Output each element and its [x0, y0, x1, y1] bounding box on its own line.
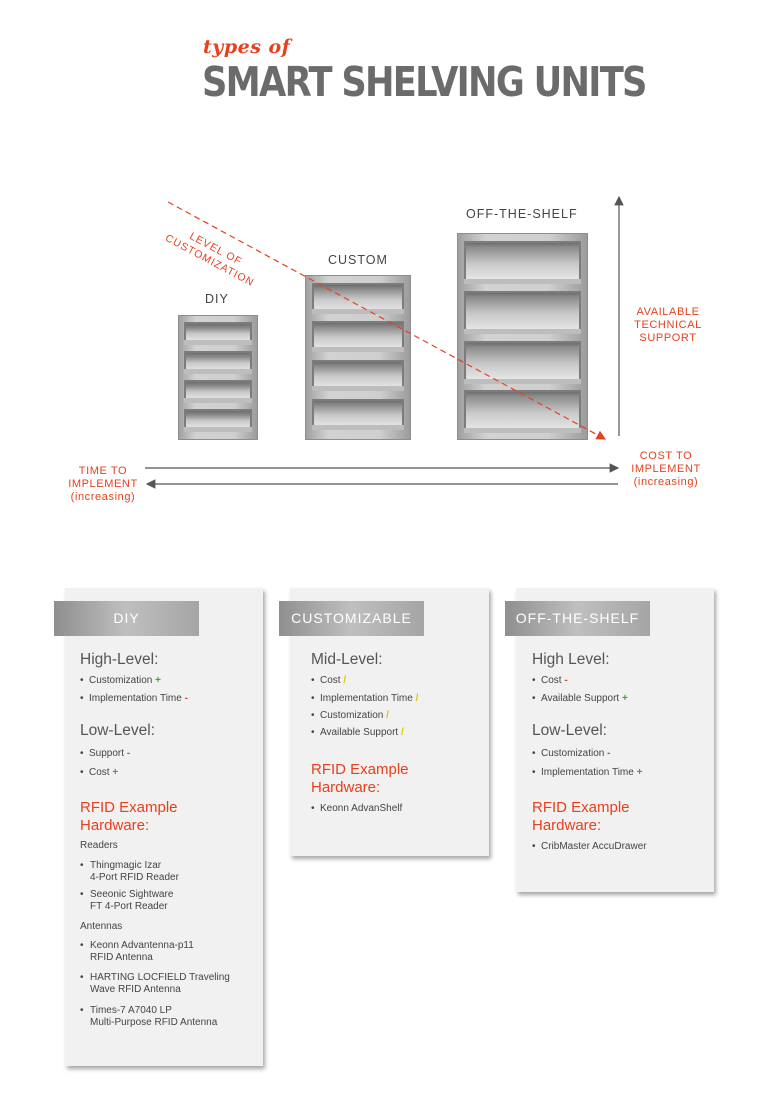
- shelf: [184, 351, 252, 374]
- tab-offshelf: OFF-THE-SHELF: [505, 601, 650, 636]
- diy-high-title: High-Level:: [80, 651, 159, 668]
- unit-label-diy: DIY: [205, 292, 229, 306]
- unit-label-custom: CUSTOM: [328, 253, 388, 267]
- offshelf-shelving-unit: [457, 233, 588, 440]
- custom-mid-title: Mid-Level:: [311, 651, 383, 668]
- list-item: •Implementation Time /: [311, 693, 419, 704]
- diagram-arrows: [145, 195, 624, 489]
- list-item: •Available Support +: [532, 693, 628, 704]
- shelf: [312, 360, 404, 391]
- diy-low-title: Low-Level:: [80, 722, 155, 739]
- title-script: types of: [203, 36, 291, 58]
- offshelf-rfid-title: RFID Example Hardware:: [532, 799, 630, 834]
- offshelf-low-title: Low-Level:: [532, 722, 607, 739]
- customization-arrow: [167, 201, 607, 440]
- support-label: AVAILABLE TECHNICAL SUPPORT: [634, 306, 702, 344]
- diy-antennas-label: Antennas: [80, 921, 123, 932]
- time-to-implement-label: TIME TO IMPLEMENT (increasing): [68, 465, 138, 503]
- list-item: •Cost +: [80, 767, 119, 778]
- list-item: •Support -: [80, 748, 131, 759]
- shelf: [184, 322, 252, 345]
- diy-shelving-unit: [178, 315, 258, 440]
- shelf: [464, 291, 581, 334]
- custom-rfid-title: RFID Example Hardware:: [311, 761, 409, 796]
- card-diy: [65, 588, 263, 1066]
- list-item: •Keonn AdvanShelf: [311, 803, 403, 814]
- tab-diy: DIY: [54, 601, 199, 636]
- offshelf-high-title: High Level:: [532, 651, 610, 668]
- card-offshelf: [516, 588, 714, 892]
- list-item: •Customization /: [311, 710, 389, 721]
- tab-customizable: CUSTOMIZABLE: [279, 601, 424, 636]
- diy-readers-label: Readers: [80, 840, 118, 851]
- shelf: [312, 321, 404, 352]
- diy-rfid-title: RFID Example Hardware:: [80, 799, 178, 834]
- cost-to-implement-label: COST TO IMPLEMENT (increasing): [631, 450, 701, 488]
- list-item: •CribMaster AccuDrawer: [532, 841, 647, 852]
- page-title: SMART SHELVING UNITS: [202, 58, 647, 106]
- list-item: •Available Support /: [311, 727, 404, 738]
- list-item: •Implementation Time +: [532, 767, 643, 778]
- list-item: •Implementation Time -: [80, 693, 188, 704]
- shelf: [184, 380, 252, 403]
- shelf: [464, 341, 581, 384]
- list-item: •Customization -: [532, 748, 611, 759]
- shelf: [184, 409, 252, 432]
- unit-label-offshelf: OFF-THE-SHELF: [466, 207, 578, 221]
- shelf: [464, 390, 581, 433]
- list-item: •Cost /: [311, 675, 347, 686]
- shelf: [464, 241, 581, 284]
- shelf: [312, 399, 404, 430]
- list-item: •Customization +: [80, 675, 161, 686]
- list-item: •Cost -: [532, 675, 568, 686]
